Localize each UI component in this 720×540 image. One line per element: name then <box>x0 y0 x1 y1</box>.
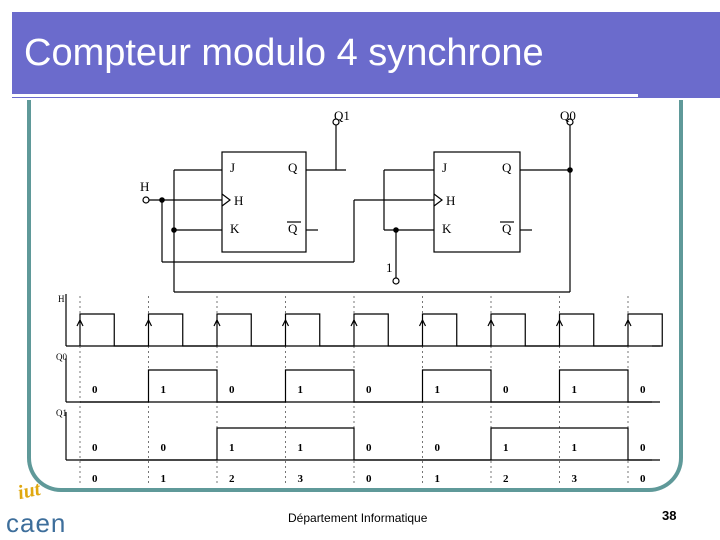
q0-output-terminal <box>566 118 574 126</box>
clock-input-terminal <box>142 196 150 204</box>
q0-value-label: 1 <box>435 384 441 396</box>
q0-waveform <box>80 369 652 403</box>
flipflop-q1 <box>221 151 307 253</box>
label-q0: Q0 <box>560 108 576 123</box>
ff0-qbar: Q <box>502 221 512 236</box>
label-one: 1 <box>386 260 393 275</box>
count-value-label: 2 <box>503 473 509 485</box>
title-underline <box>10 94 638 97</box>
clock-edge-ff1 <box>221 193 231 207</box>
q1-value-label: 1 <box>572 442 578 454</box>
q0-value-label: 1 <box>298 384 304 396</box>
count-value-label: 0 <box>92 473 98 485</box>
ff0-q: Q <box>502 160 512 175</box>
q1-value-label: 0 <box>435 442 441 454</box>
q1-waveform <box>80 427 652 461</box>
q0-value-label: 0 <box>503 384 509 396</box>
timing-label-h: H <box>58 294 65 304</box>
ff0-h: H <box>446 193 455 208</box>
slide-title: Compteur modulo 4 synchrone <box>24 32 544 74</box>
label-clock: H <box>140 179 149 194</box>
ff1-h: H <box>234 193 243 208</box>
count-value-label: 1 <box>435 473 441 485</box>
count-value-label: 3 <box>298 473 304 485</box>
count-value-label: 1 <box>161 473 167 485</box>
q1-value-label: 1 <box>503 442 509 454</box>
count-value-label: 0 <box>366 473 372 485</box>
count-value-label: 2 <box>229 473 235 485</box>
q1-value-label: 0 <box>92 442 98 454</box>
q0-value-label: 0 <box>229 384 235 396</box>
q1-value-label: 1 <box>298 442 304 454</box>
ff0-k: K <box>442 221 452 236</box>
q0-value-label: 1 <box>161 384 167 396</box>
q0-value-label: 0 <box>640 384 646 396</box>
ff1-q: Q <box>288 160 298 175</box>
logo-iut-text: iut <box>15 477 43 505</box>
clock-waveform <box>79 313 663 347</box>
ff1-k: K <box>230 221 240 236</box>
q1-value-label: 0 <box>366 442 372 454</box>
q0-value-label: 1 <box>572 384 578 396</box>
footer-department: Département Informatique <box>288 511 428 525</box>
title-band <box>12 12 720 98</box>
content-frame <box>27 100 683 492</box>
label-q1: Q1 <box>334 108 350 123</box>
ff1-qbar: Q <box>288 221 298 236</box>
count-value-label: 0 <box>640 473 646 485</box>
q1-value-label: 1 <box>229 442 235 454</box>
timing-label-q1: Q1 <box>56 408 67 418</box>
logo-caen-text: caen <box>6 508 67 538</box>
q0-value-label: 0 <box>92 384 98 396</box>
ff1-j: J <box>230 160 235 175</box>
ff0-j: J <box>442 160 447 175</box>
q1-value-label: 0 <box>640 442 646 454</box>
q1-output-terminal <box>332 118 340 126</box>
constant-one-terminal <box>392 277 400 285</box>
flipflop-q0 <box>433 151 521 253</box>
timing-label-q0: Q0 <box>56 352 67 362</box>
clock-edge-ff0 <box>433 193 443 207</box>
count-value-label: 3 <box>572 473 578 485</box>
q1-value-label: 0 <box>161 442 167 454</box>
page-number: 38 <box>662 508 677 523</box>
q0-value-label: 0 <box>366 384 372 396</box>
